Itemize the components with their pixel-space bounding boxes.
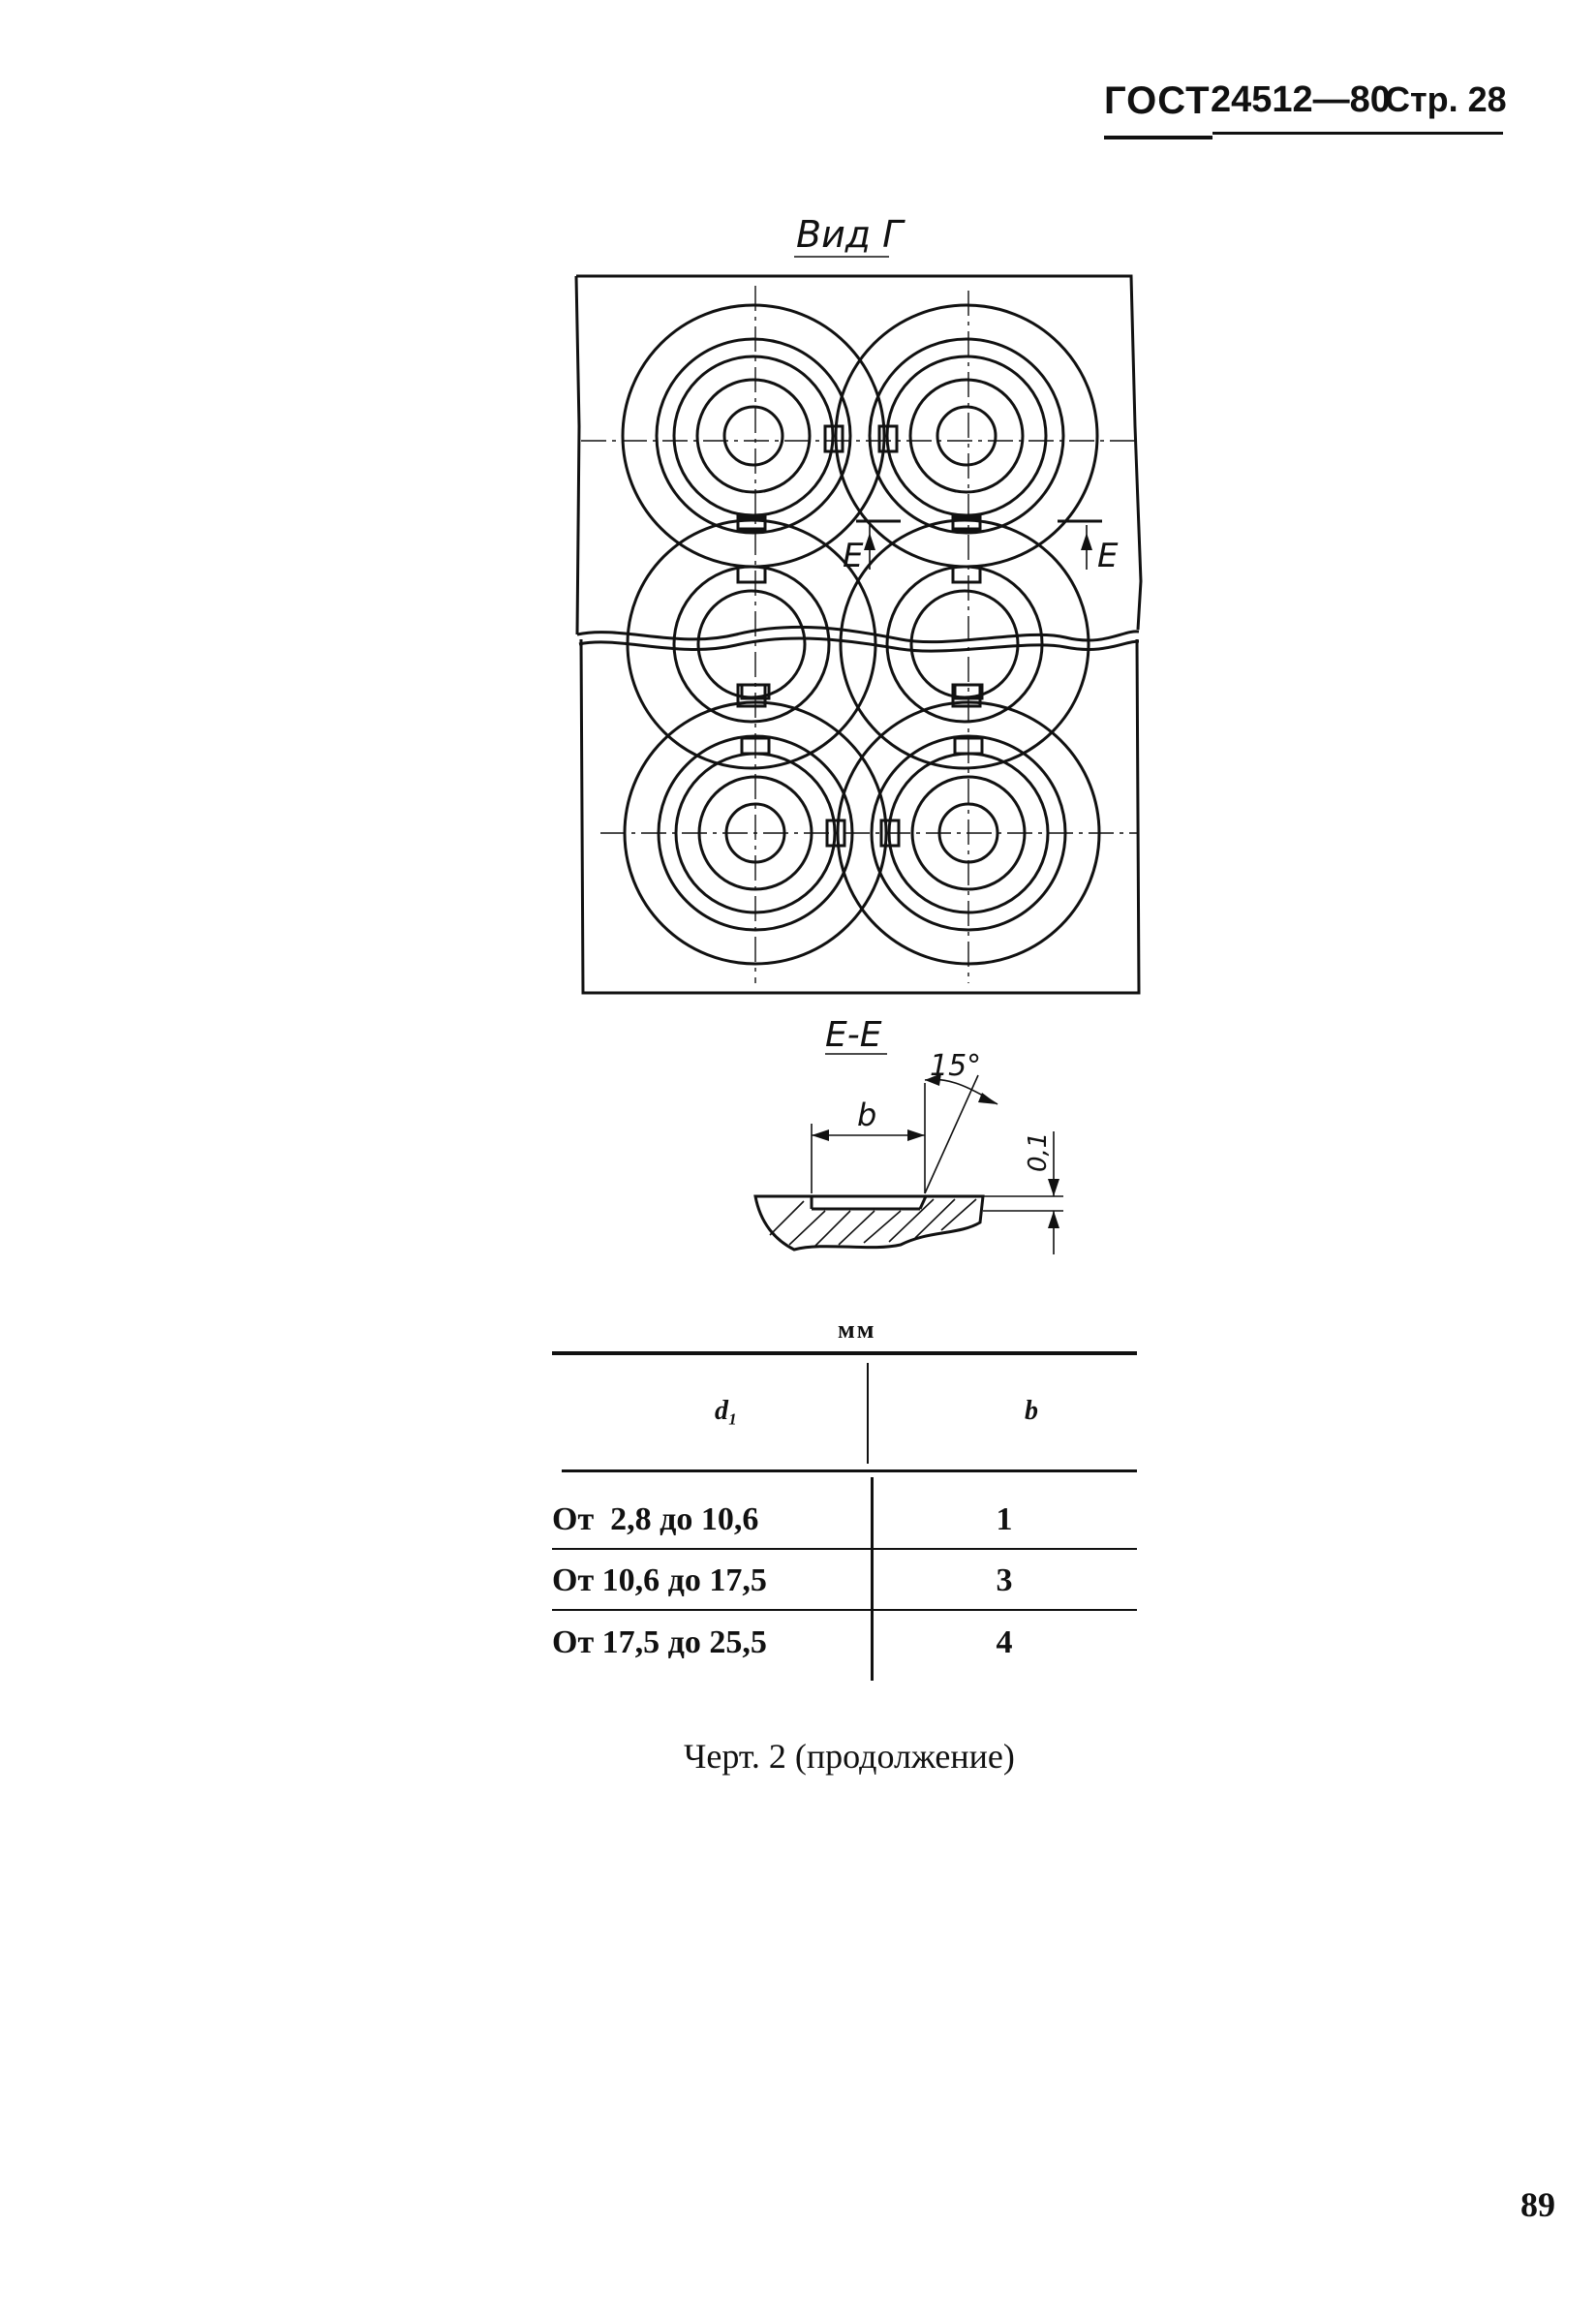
header-d1: d₁ xyxy=(715,1396,738,1426)
header-rule xyxy=(1212,132,1503,135)
plate-outline-lower xyxy=(579,638,1141,995)
table-units: мм xyxy=(838,1315,876,1344)
standard-label: ГОСТ xyxy=(1104,79,1211,122)
plate-outline-upper xyxy=(574,274,1143,635)
technical-drawing: Вид Г xyxy=(574,213,1143,1254)
page-reference: Стр. 28 xyxy=(1385,79,1507,119)
table-cell-b: 1 xyxy=(996,1501,1013,1537)
page-number: 89 xyxy=(1520,2185,1555,2224)
element-middle-left xyxy=(626,516,877,770)
figure-caption: Черт. 2 (продолжение) xyxy=(684,1737,1015,1776)
table-cell-d1: От 2,8 до 10,6 xyxy=(552,1501,759,1537)
dimension-b: b xyxy=(857,1097,876,1133)
element-lower-right xyxy=(836,683,1101,966)
header-rule xyxy=(1104,136,1212,139)
section-title: Е-Е xyxy=(825,1015,882,1055)
table-cell-d1: От 17,5 до 25,5 xyxy=(552,1624,767,1660)
break-line xyxy=(576,625,1140,653)
table-divider xyxy=(867,1363,869,1464)
table-divider xyxy=(871,1477,874,1681)
header-b: b xyxy=(1025,1396,1038,1426)
table-cell-b: 4 xyxy=(996,1624,1013,1660)
section-marker-right: Е xyxy=(1058,519,1119,575)
element-lower-left xyxy=(623,683,888,966)
section-detail: b 15° 0,1 xyxy=(753,1049,1063,1254)
angle-label: 15° xyxy=(930,1049,981,1083)
view-title: Вид Г xyxy=(796,213,905,256)
element-upper-right xyxy=(834,303,1099,569)
standard-number: 24512—80 xyxy=(1211,79,1391,120)
dimension-depth: 0,1 xyxy=(1024,1132,1053,1172)
table-cell-d1: От 10,6 до 17,5 xyxy=(552,1562,767,1598)
table-rule xyxy=(552,1351,1137,1355)
page-header: ГОСТ 24512—80 Стр. 28 xyxy=(1104,79,1511,157)
section-marker-left: Е xyxy=(843,519,901,575)
section-letter: Е xyxy=(843,537,864,575)
table-rule xyxy=(562,1469,1137,1472)
section-letter: Е xyxy=(1097,537,1119,575)
table-rule xyxy=(552,1548,1137,1550)
element-upper-left xyxy=(621,303,886,569)
dimension-table: d₁ b От 2,8 до 10,6 1 От 10,6 до 17,5 3 … xyxy=(552,1351,1137,1685)
table-rule xyxy=(552,1609,1137,1611)
table-cell-b: 3 xyxy=(996,1562,1013,1598)
